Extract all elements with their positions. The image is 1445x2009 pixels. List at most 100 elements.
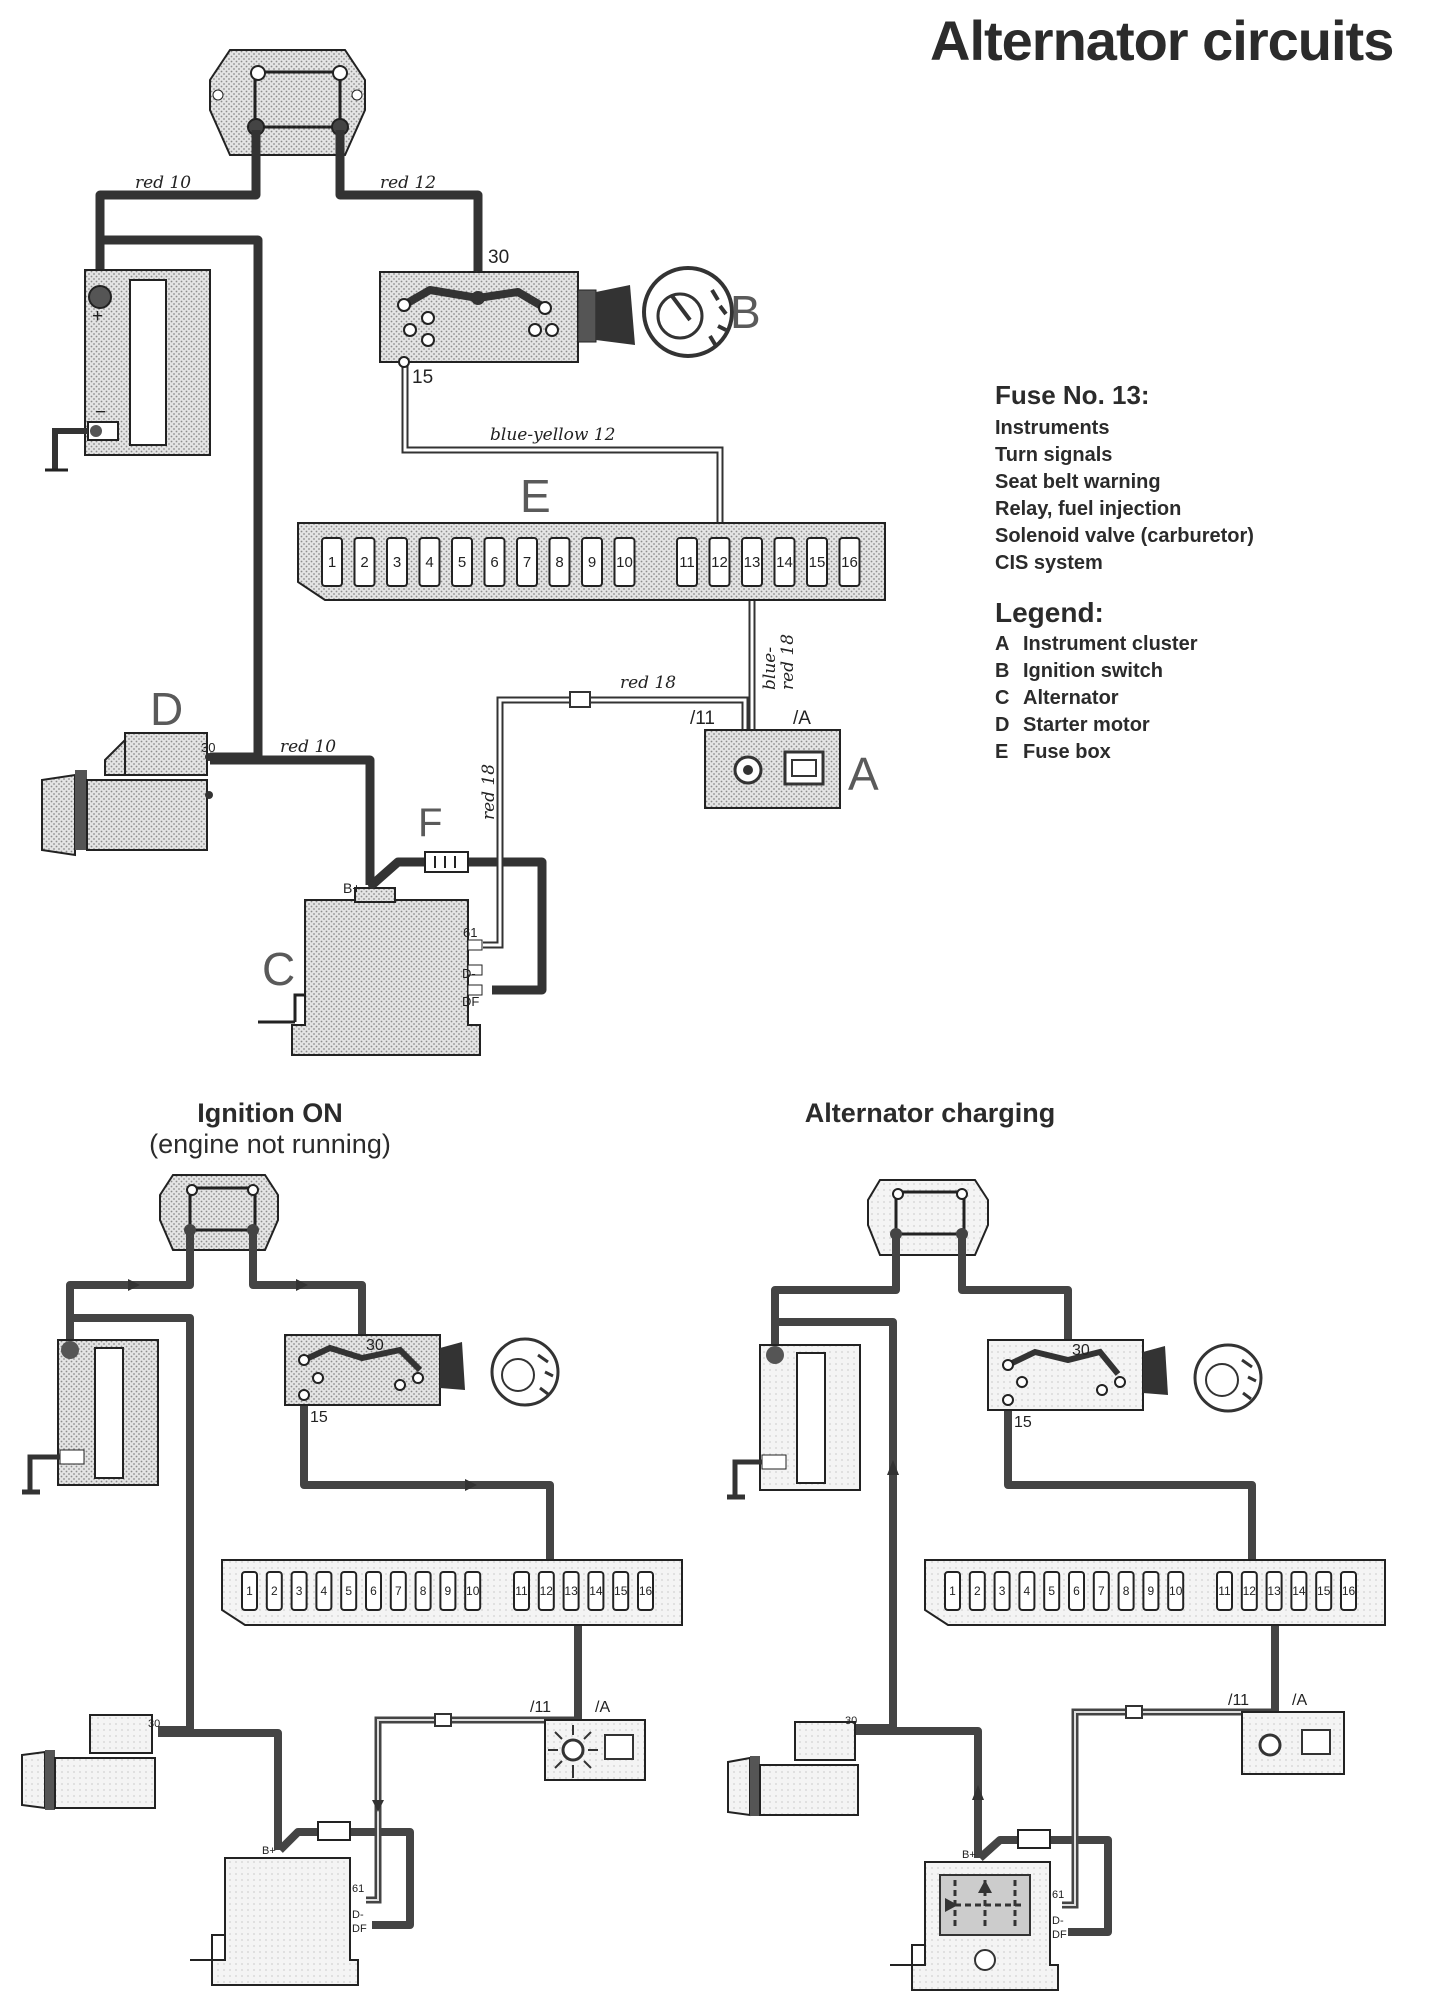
fuse-slot xyxy=(1315,1571,1333,1611)
wire-label: red 10 xyxy=(280,737,336,757)
pin-label: 15 xyxy=(310,1409,328,1426)
pin-label: /11 xyxy=(1228,1692,1249,1709)
fuse-item: CIS system xyxy=(995,552,1103,574)
fuse-number: 8 xyxy=(420,1584,427,1598)
legend-label: Alternator xyxy=(1023,687,1119,709)
fuse-slot xyxy=(612,1571,630,1611)
pin-label: /A xyxy=(1292,1692,1307,1709)
fuse-number: 15 xyxy=(809,554,826,571)
wire-label: red 18 xyxy=(479,764,499,820)
fuse-slot xyxy=(1092,1571,1110,1611)
fuse-number: 1 xyxy=(949,1584,956,1598)
pin-label: 15 xyxy=(412,367,433,388)
fuse-number: 4 xyxy=(1024,1584,1031,1598)
connector-f xyxy=(424,851,469,873)
fuse-item: Instruments xyxy=(995,417,1110,439)
fuse-slot xyxy=(1290,1571,1308,1611)
wire-label: red 18 xyxy=(620,673,676,693)
fuse-number: 2 xyxy=(271,1584,278,1598)
fuse-number: 14 xyxy=(1292,1584,1306,1598)
fuse-slot xyxy=(741,537,763,587)
fuse-slot xyxy=(513,1571,530,1611)
component-letter: E xyxy=(520,470,551,522)
legend-entry: A Instrument cluster xyxy=(995,631,1254,658)
fuse-number: 10 xyxy=(466,1584,480,1598)
fuse-number: 11 xyxy=(679,554,695,571)
fuse-number: 14 xyxy=(589,1584,603,1598)
fuse-number: 7 xyxy=(523,554,531,571)
fuse-slot xyxy=(365,1571,382,1611)
fuse-slot xyxy=(613,537,636,587)
fuse-heading: Fuse No. 13: xyxy=(995,380,1150,410)
fuse-slot xyxy=(773,537,796,587)
fuse-number: 5 xyxy=(458,554,466,571)
fuse-number: 12 xyxy=(540,1584,554,1598)
page-title: Alternator circuits xyxy=(930,9,1394,72)
fuse-number: 6 xyxy=(490,554,498,571)
fuse-number: 3 xyxy=(393,554,401,571)
caption-title: Alternator charging xyxy=(804,1098,1056,1128)
fuse-number: 8 xyxy=(555,554,563,571)
fuse-number: 13 xyxy=(564,1584,578,1598)
pin-label: 30 xyxy=(366,1337,384,1354)
fuse-slot xyxy=(562,1571,580,1611)
junction-block xyxy=(209,49,366,156)
fuse-slot xyxy=(451,537,473,587)
fuse-number: 2 xyxy=(974,1584,981,1598)
pin-label: 61 xyxy=(1052,1889,1064,1901)
legend-key: C xyxy=(995,687,1010,709)
wire-blue-yellow xyxy=(401,365,724,525)
legend-label: Instrument cluster xyxy=(1023,633,1198,655)
legend-key: B xyxy=(995,660,1010,682)
fuse-slot xyxy=(838,537,861,587)
fuse-number: 12 xyxy=(1243,1584,1257,1598)
fuse-number: 10 xyxy=(616,554,633,571)
fuse-slot xyxy=(1043,1571,1061,1611)
fuse-item: Seat belt warning xyxy=(995,471,1161,493)
fuse-slot xyxy=(353,537,376,587)
fuse-slot xyxy=(944,1571,961,1611)
fuse-number: 3 xyxy=(999,1584,1006,1598)
component-letter: D xyxy=(150,683,183,735)
wire-red18 xyxy=(483,691,749,949)
fuse-number: 11 xyxy=(1218,1584,1231,1598)
fuse-slot xyxy=(581,537,603,587)
fuse-number: 4 xyxy=(321,1584,328,1598)
fuse-number: 16 xyxy=(1342,1584,1356,1598)
fuse-number: 8 xyxy=(1123,1584,1130,1598)
fuse-number: 16 xyxy=(841,554,858,571)
pin-label: 30 xyxy=(845,1715,857,1727)
fuse-slot xyxy=(1340,1571,1357,1611)
fuse-number: 3 xyxy=(296,1584,303,1598)
wire-red10-starter-alternator xyxy=(210,755,375,885)
component-letter: A xyxy=(848,748,879,800)
starter-motor xyxy=(41,732,213,857)
pin-label: 61 xyxy=(352,1883,364,1895)
fuse-slot xyxy=(1117,1571,1135,1611)
fuse-slot xyxy=(637,1571,654,1611)
fuse-number: 15 xyxy=(614,1584,628,1598)
fuse-number: 9 xyxy=(1148,1584,1155,1598)
wire-label: red 18 xyxy=(778,634,798,690)
fuse-number: 15 xyxy=(1317,1584,1331,1598)
fuse-number: 13 xyxy=(1267,1584,1281,1598)
caption-alternator-charging: Alternator charging xyxy=(770,1098,1090,1129)
pin-label: 15 xyxy=(1014,1414,1032,1431)
legend-heading: Legend: xyxy=(995,597,1104,628)
fuse-slot xyxy=(1216,1571,1233,1611)
fuse-slot xyxy=(1240,1571,1258,1611)
fuse-number: 4 xyxy=(425,554,433,571)
fuse-slot xyxy=(516,537,538,587)
legend-entry: C Alternator xyxy=(995,685,1254,712)
legend-key: A xyxy=(995,633,1010,655)
fuse-slot xyxy=(1018,1571,1036,1611)
caption-title: Ignition ON xyxy=(197,1098,343,1128)
fuse-slot xyxy=(340,1571,358,1611)
pin-label: 30 xyxy=(1072,1342,1090,1359)
pin-label: 30 xyxy=(148,1718,160,1730)
fuse-number: 5 xyxy=(1048,1584,1055,1598)
fuse-slot xyxy=(993,1571,1011,1611)
fuse-slot xyxy=(548,537,571,587)
